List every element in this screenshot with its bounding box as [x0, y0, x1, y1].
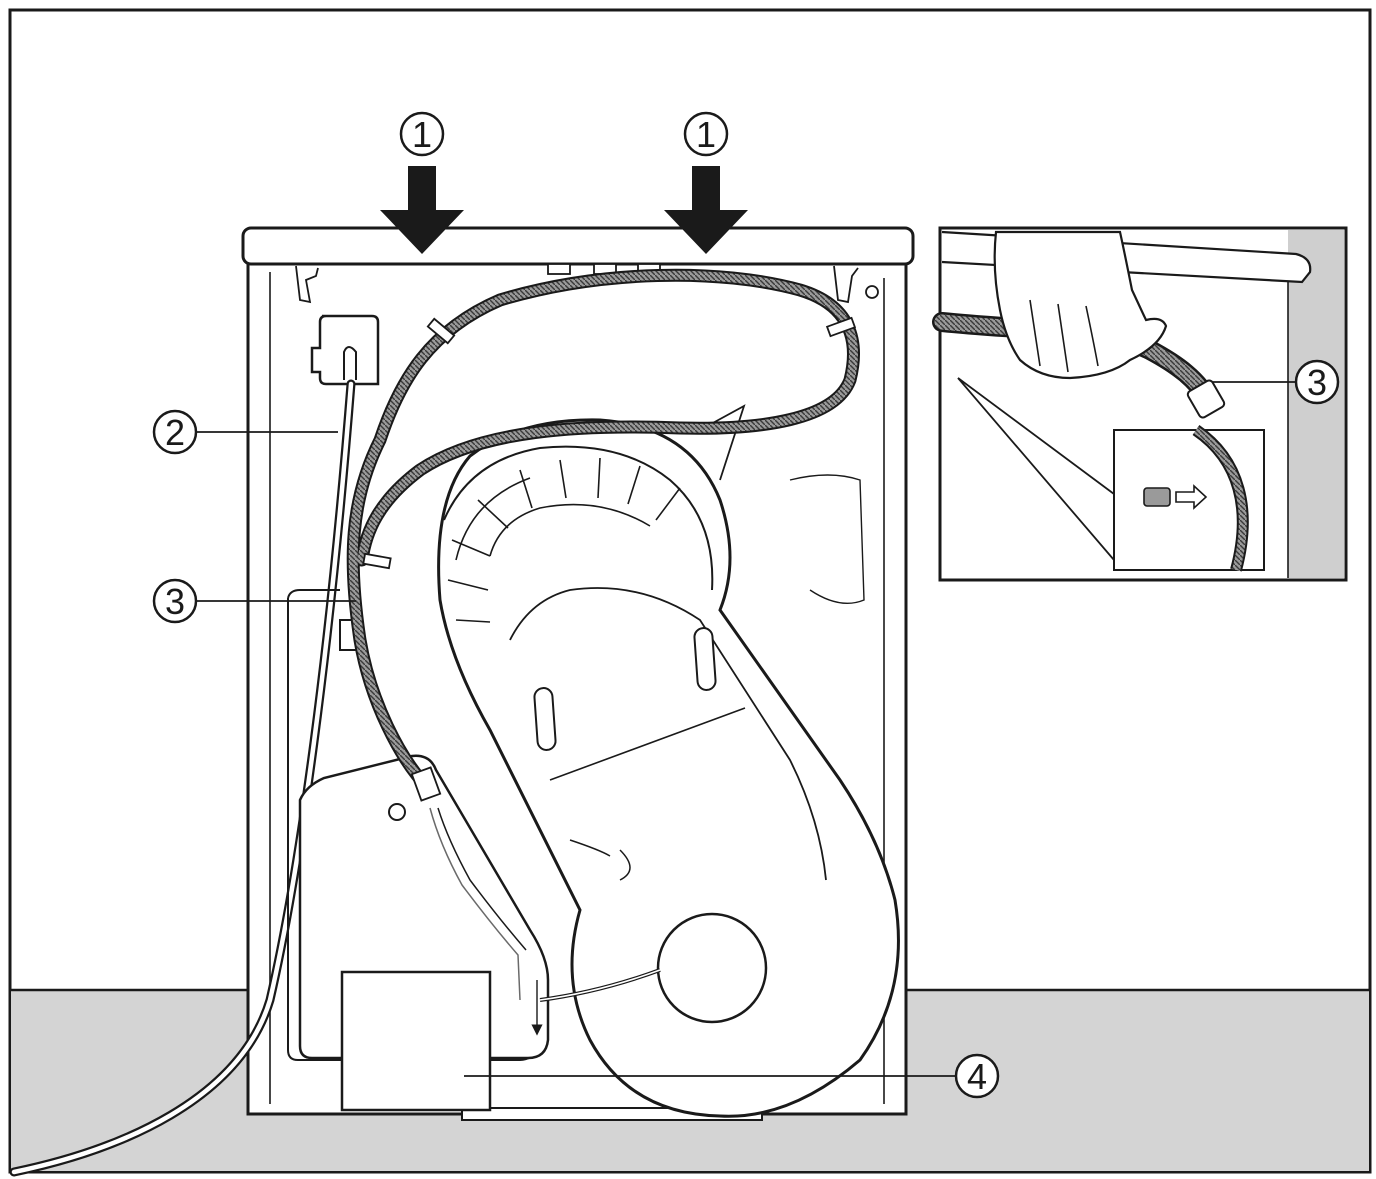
svg-text:4: 4	[967, 1056, 987, 1097]
arrow-icon-left	[380, 166, 464, 254]
callout-drain-hose-detail: 3	[1307, 362, 1327, 403]
drum-housing	[437, 404, 900, 1118]
callout-power-cord: 2	[152, 409, 338, 455]
callout-arrow-right: 1	[683, 111, 729, 157]
power-cord	[9, 379, 356, 1177]
callout-water-container: 4	[464, 1053, 1000, 1099]
svg-text:3: 3	[165, 581, 185, 622]
dryer-lid	[241, 226, 915, 266]
callout-drain-hose: 3	[152, 578, 356, 624]
hand-icon	[993, 230, 1168, 380]
svg-text:2: 2	[165, 412, 185, 453]
inset-detail: 3	[932, 226, 1348, 582]
water-container	[340, 970, 492, 1112]
drain-hose	[346, 268, 860, 802]
arrow-icon-right	[664, 166, 748, 254]
arrow-right-icon	[1175, 484, 1208, 510]
callout-arrow-left: 1	[399, 111, 445, 157]
svg-text:1: 1	[696, 114, 716, 155]
svg-text:1: 1	[412, 114, 432, 155]
